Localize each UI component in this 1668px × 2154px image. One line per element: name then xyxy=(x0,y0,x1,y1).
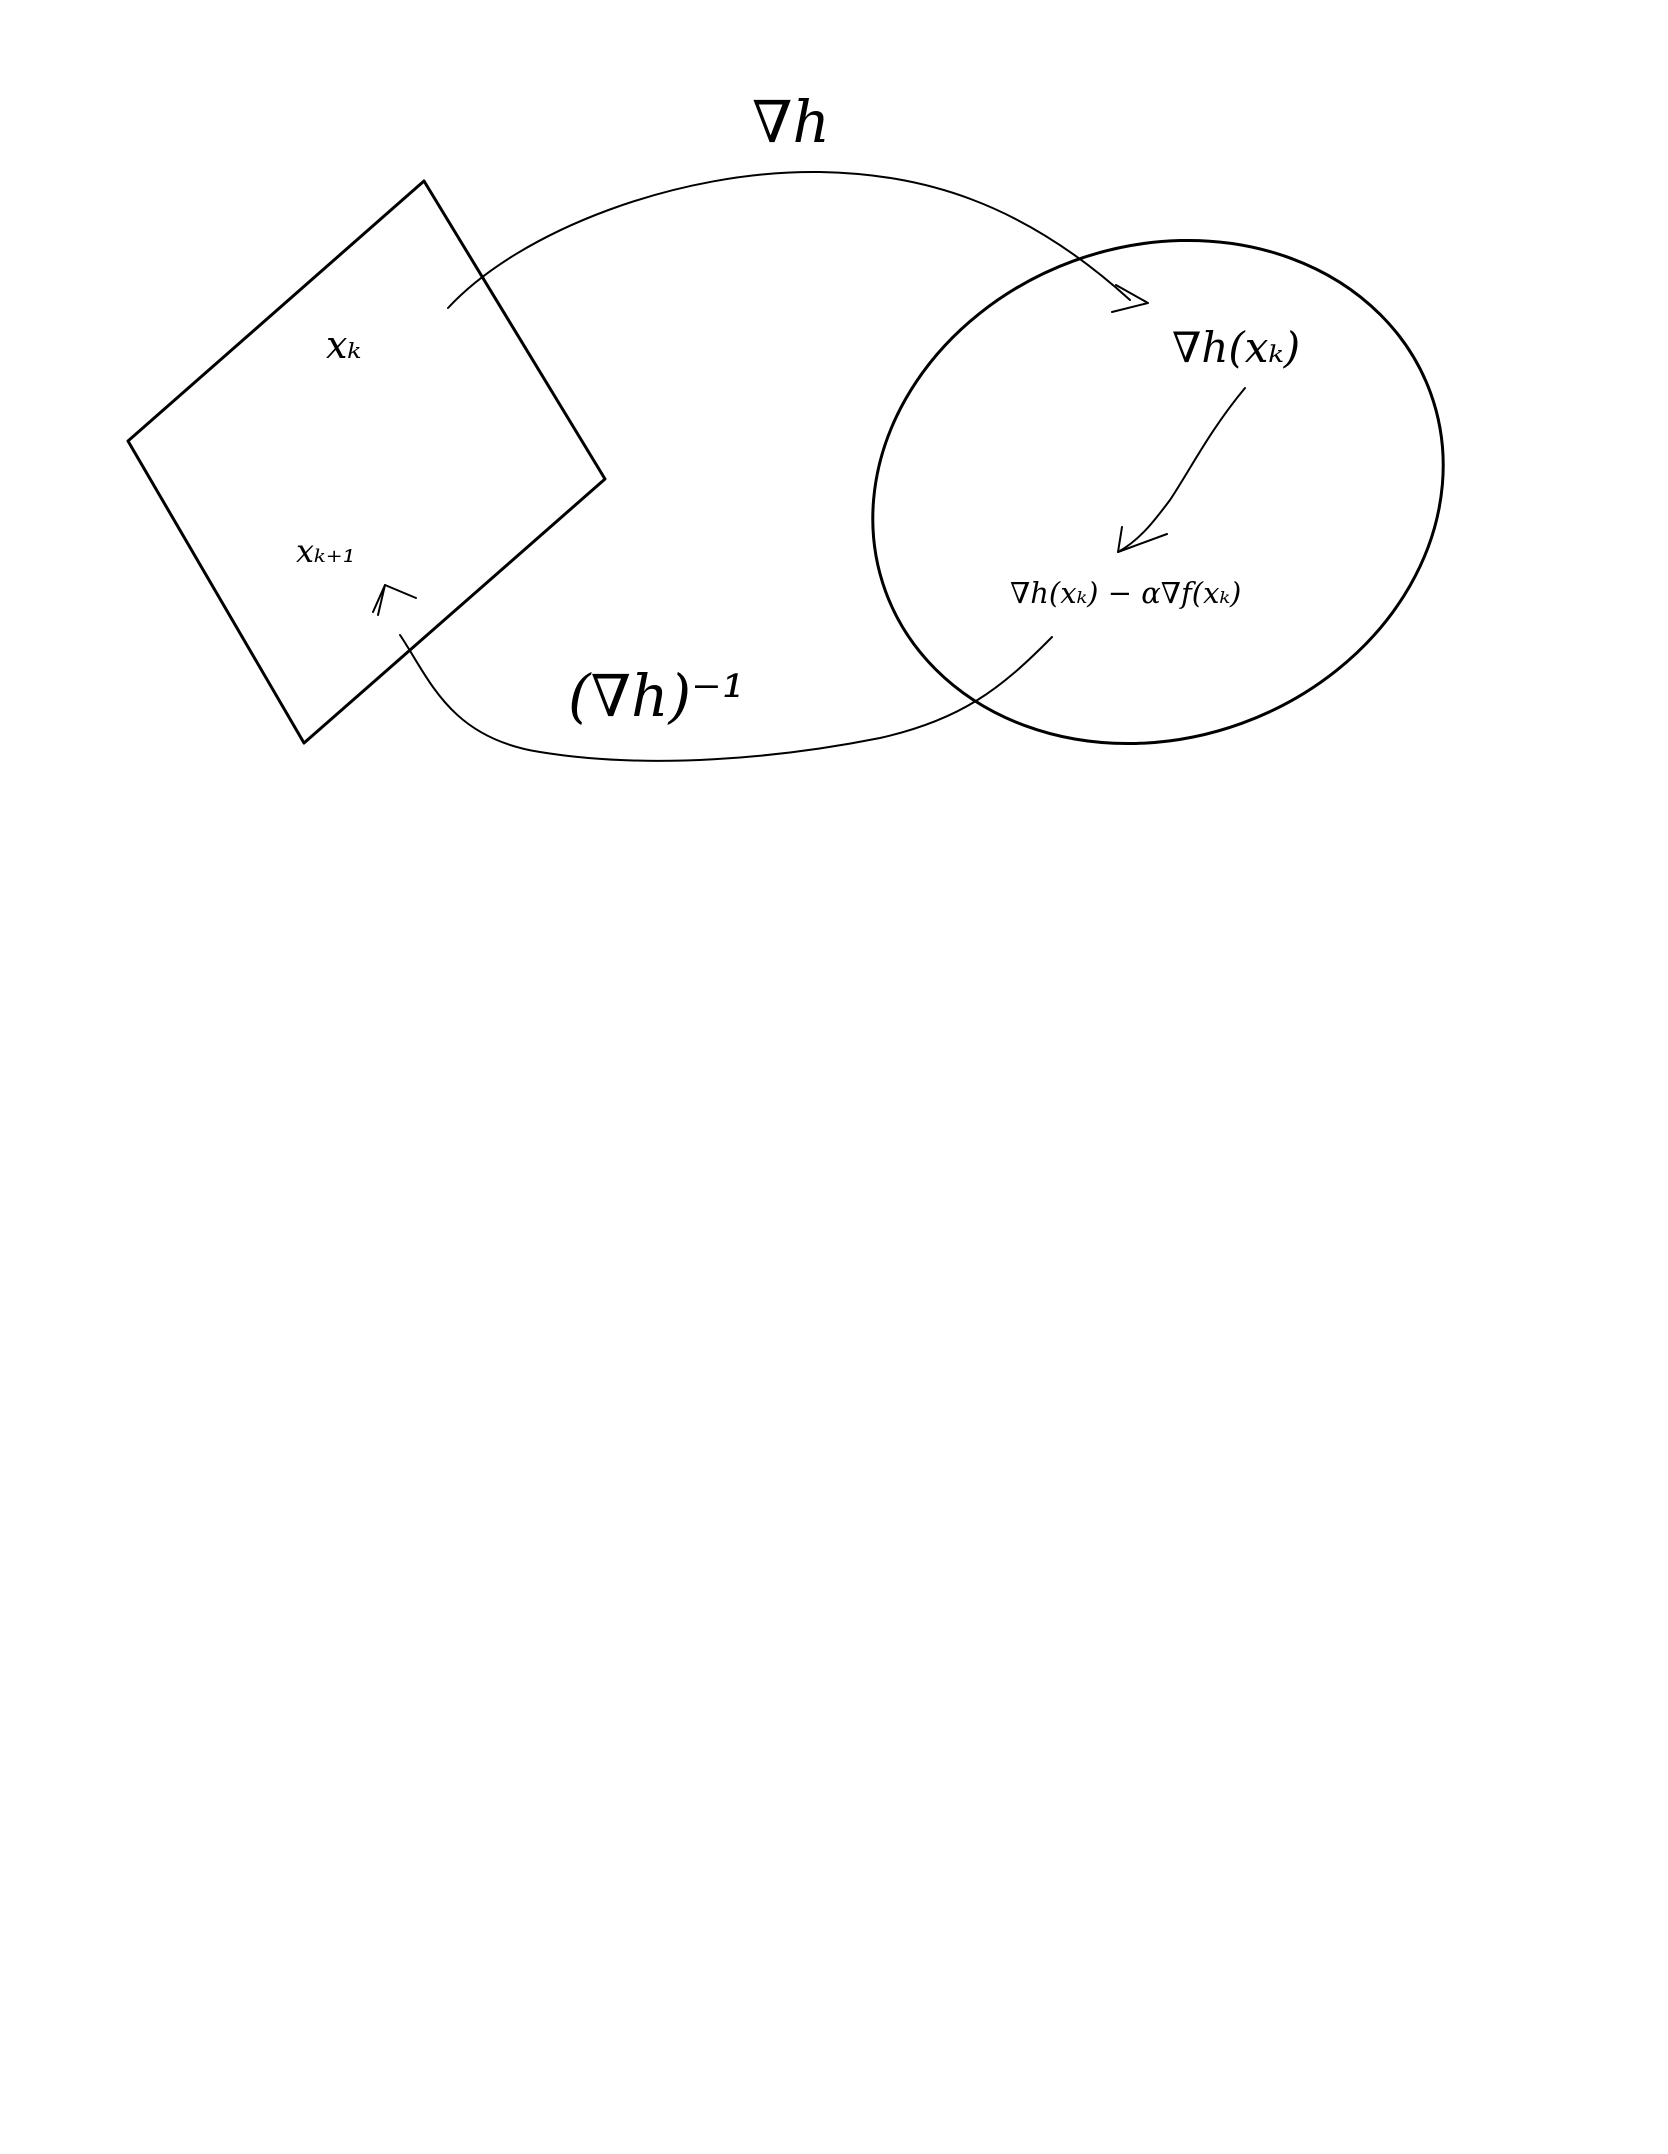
label-update-expression: ∇h(xₖ) − α∇f(xₖ) xyxy=(1010,576,1241,610)
gradient-step-arrowhead xyxy=(1117,526,1168,553)
dual-domain-ellipse xyxy=(871,238,1445,746)
label-inverse-map: (∇h)⁻¹ xyxy=(568,662,745,730)
inverse-map-arrow xyxy=(399,634,1053,762)
inverse-map-arrow-tail xyxy=(377,584,386,616)
label-grad-h: ∇h xyxy=(752,88,830,156)
primal-domain-square xyxy=(126,179,607,745)
forward-map-arrowhead xyxy=(1111,284,1149,313)
forward-map-arrow xyxy=(447,170,1131,309)
label-x-k-plus-1: xₖ₊₁ xyxy=(296,532,355,570)
label-x-k: xₖ xyxy=(326,323,361,367)
label-grad-h-of-x-k: ∇h(xₖ) xyxy=(1172,323,1300,372)
gradient-step-arrow xyxy=(1117,387,1246,553)
